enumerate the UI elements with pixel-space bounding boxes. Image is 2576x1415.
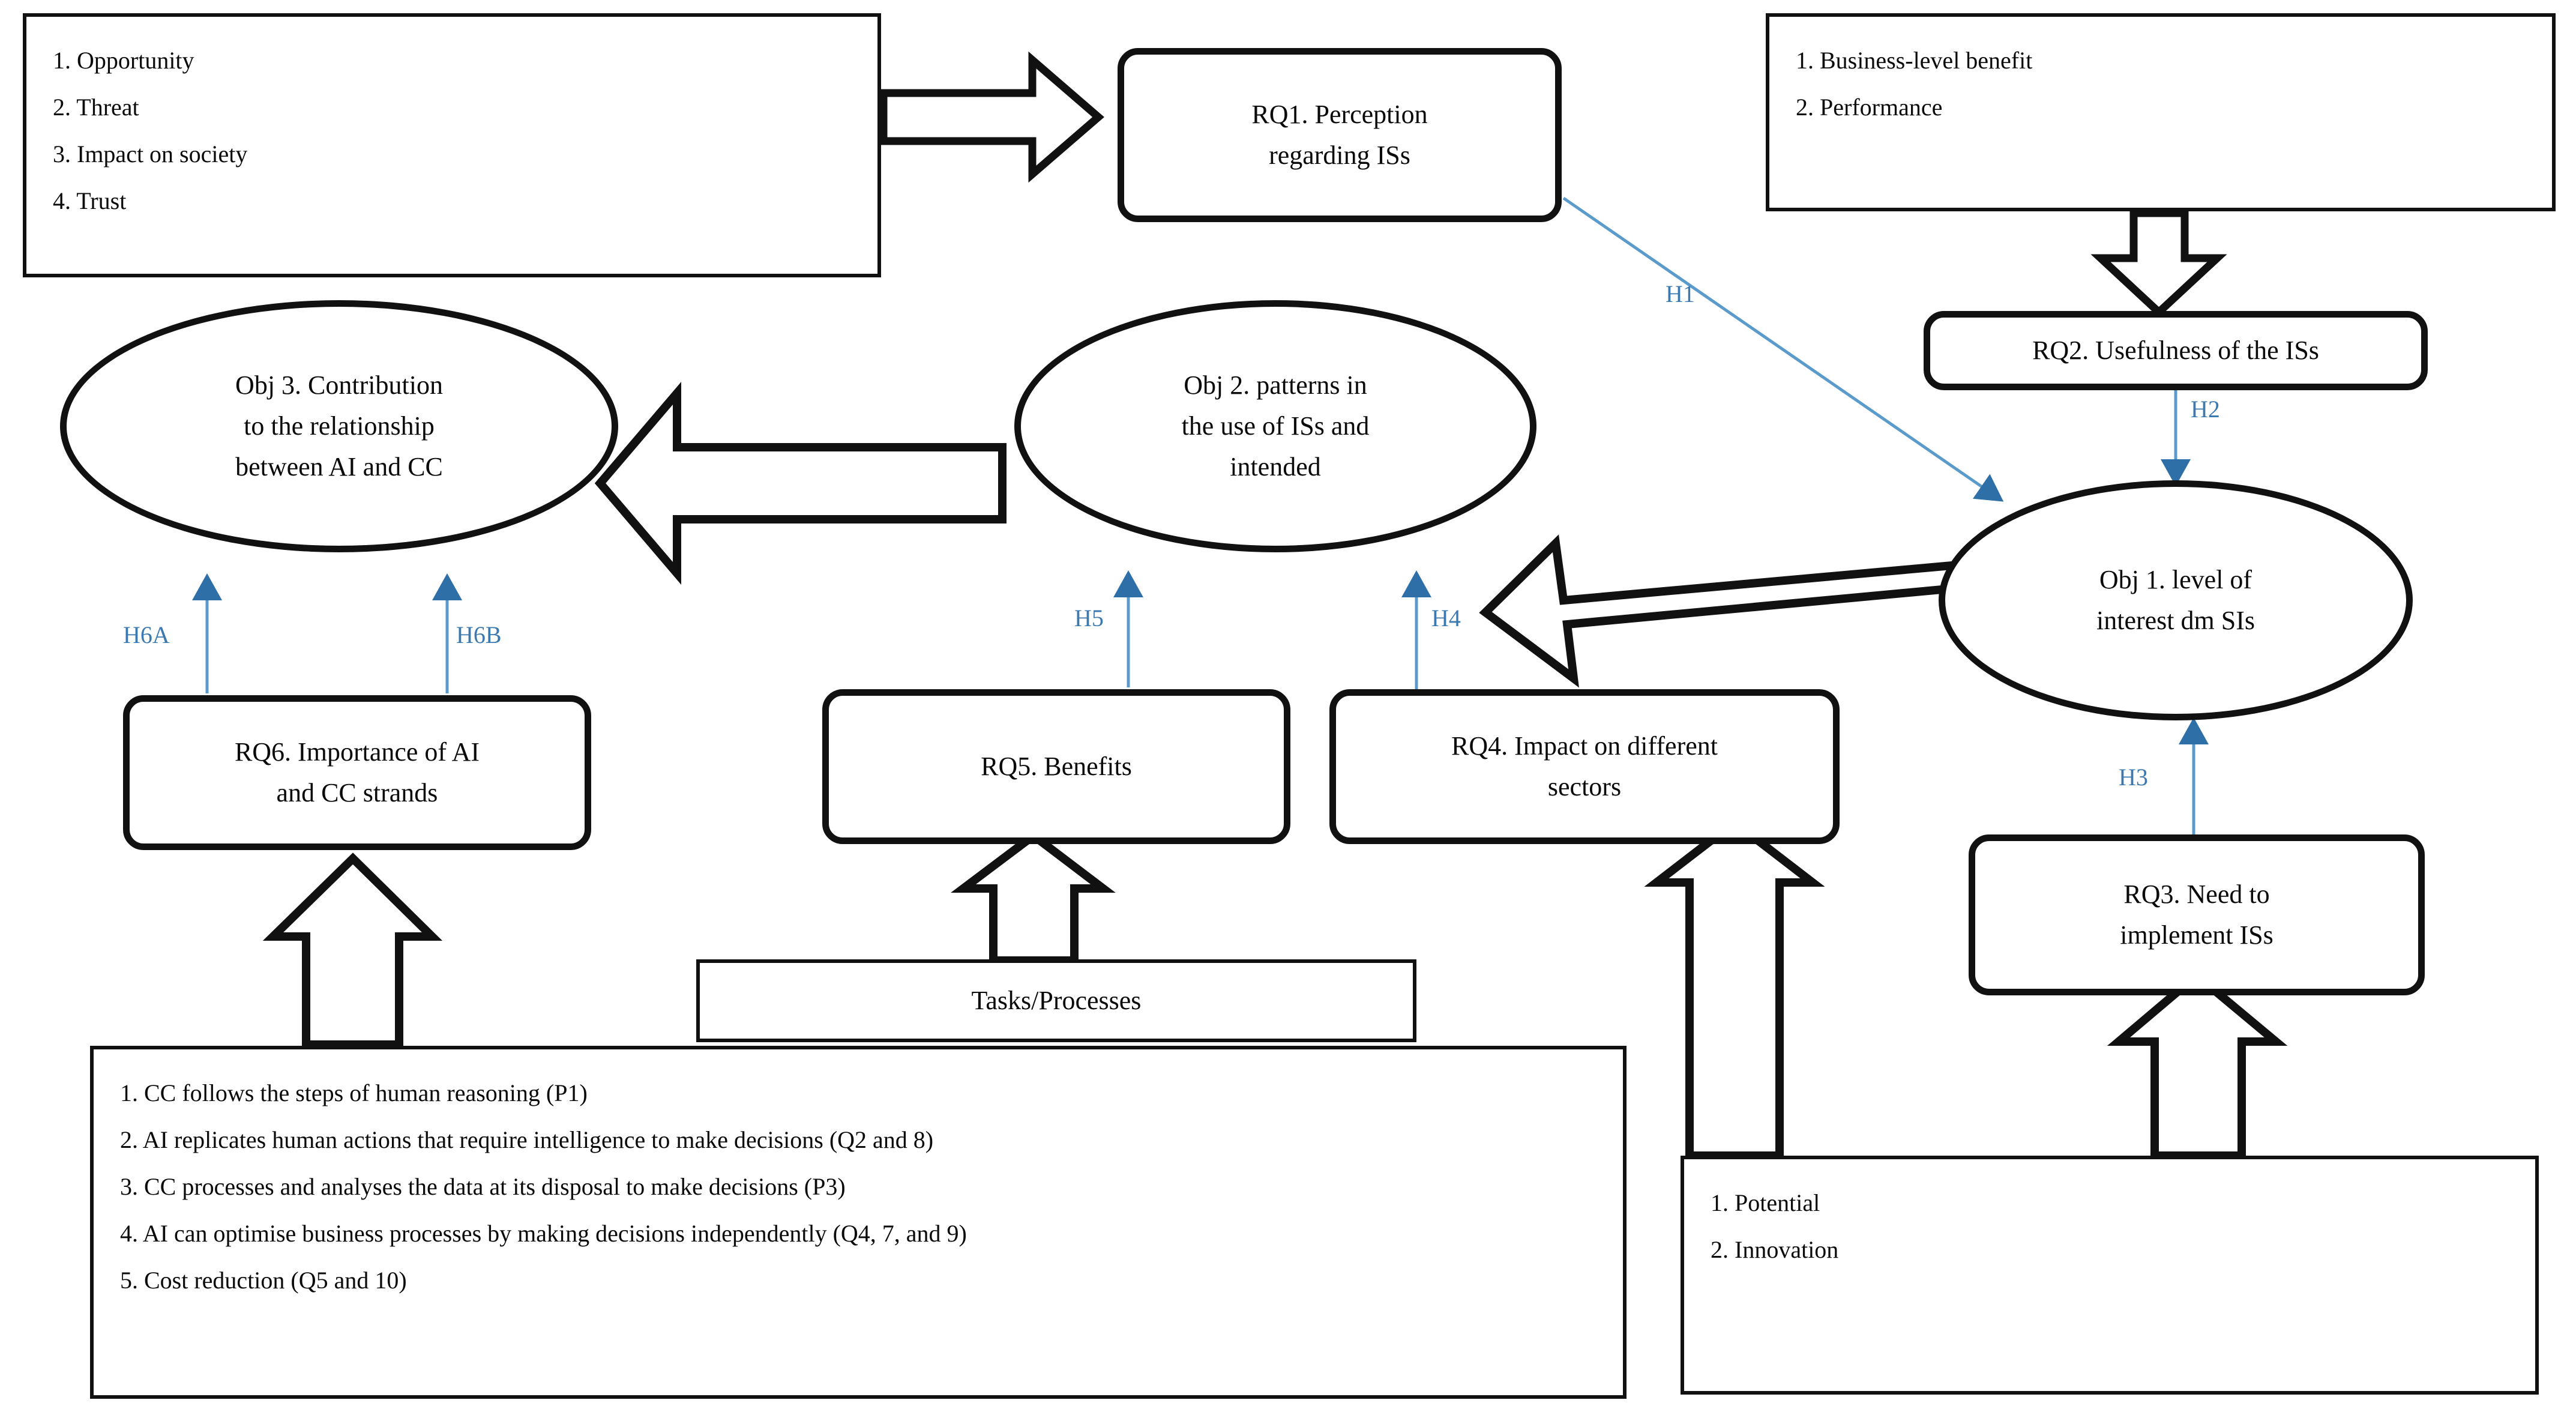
rq6-line2: and CC strands	[276, 778, 438, 807]
hypothesis-label-h2: H2	[2191, 396, 2220, 423]
rq1-node[interactable]: RQ1. Perception regarding ISs	[1118, 48, 1562, 222]
obj3-line3: between AI and CC	[235, 452, 443, 482]
list-item: 3. Impact on society	[53, 140, 248, 167]
rq3-line2: implement ISs	[2120, 920, 2274, 950]
list-item: 2. Performance	[1796, 94, 1943, 121]
obj1-node[interactable]: Obj 1. level of interest dm SIs	[1939, 480, 2413, 720]
hypothesis-label-h1: H1	[1666, 280, 1695, 307]
block-arrow-inputs-to-rq2	[2090, 209, 2227, 318]
hypothesis-label-h6a: H6A	[123, 621, 170, 648]
rq6-line1: RQ6. Importance of AI	[234, 737, 480, 767]
rq1-line1: RQ1. Perception	[1251, 99, 1428, 129]
rq2-node[interactable]: RQ2. Usefulness of the ISs	[1924, 311, 2428, 390]
obj3-node[interactable]: Obj 3. Contribution to the relationship …	[60, 300, 618, 552]
rq5-label: RQ5. Benefits	[981, 751, 1132, 781]
obj1-line1: Obj 1. level of	[2099, 564, 2252, 594]
obj3-line2: to the relationship	[244, 411, 435, 441]
list-item: 5. Cost reduction (Q5 and 10)	[120, 1267, 407, 1294]
rq4-line2: sectors	[1547, 772, 1622, 801]
list-item: 2. AI replicates human actions that requ…	[120, 1126, 934, 1153]
hypothesis-label-h5: H5	[1074, 605, 1104, 632]
list-item: 1. CC follows the steps of human reasoni…	[120, 1079, 588, 1106]
block-arrow-sectors-to-rq3	[2107, 970, 2288, 1160]
usefulness-inputs-box: 1. Business-level benefit 2. Performance	[1766, 13, 2556, 211]
block-arrow-obj2-to-obj3	[594, 382, 1007, 585]
block-arrow-statements-to-rq6	[262, 852, 443, 1049]
list-item: 1. Potential	[1711, 1189, 1820, 1216]
list-item: 2. Threat	[53, 94, 139, 121]
sector-inputs-box: 1. Potential 2. Innovation	[1681, 1156, 2539, 1395]
obj2-line3: intended	[1230, 452, 1321, 482]
hypothesis-label-h3: H3	[2119, 764, 2148, 791]
obj1-line2: interest dm SIs	[2096, 606, 2255, 635]
obj2-line2: the use of ISs and	[1181, 411, 1370, 441]
obj3-line1: Obj 3. Contribution	[235, 370, 443, 400]
list-item: 2. Innovation	[1711, 1236, 1839, 1263]
list-item: 4. Trust	[53, 187, 127, 214]
perception-inputs-box: 1. Opportunity 2. Threat 3. Impact on so…	[23, 13, 881, 277]
tasks-processes-box: Tasks/Processes	[696, 959, 1416, 1042]
rq5-node[interactable]: RQ5. Benefits	[822, 689, 1290, 844]
hypothesis-label-h4: H4	[1431, 605, 1461, 632]
rq2-label: RQ2. Usefulness of the ISs	[2032, 335, 2319, 365]
block-arrow-tasks-to-rq5	[951, 830, 1116, 965]
rq1-line2: regarding ISs	[1269, 140, 1410, 170]
list-item: 3. CC processes and analyses the data at…	[120, 1173, 846, 1200]
block-arrow-obj1-to-obj2	[1479, 534, 2012, 688]
block-arrow-inputs-to-rq1	[879, 51, 1104, 183]
obj2-node[interactable]: Obj 2. patterns in the use of ISs and in…	[1014, 300, 1536, 552]
rq4-node[interactable]: RQ4. Impact on different sectors	[1329, 689, 1840, 844]
list-item: 1. Opportunity	[53, 47, 194, 74]
hypothesis-label-h6b: H6B	[456, 621, 502, 648]
strand-statements-box: 1. CC follows the steps of human reasoni…	[90, 1046, 1627, 1399]
obj2-line1: Obj 2. patterns in	[1184, 370, 1367, 400]
rq3-line1: RQ3. Need to	[2123, 879, 2270, 909]
rq4-line1: RQ4. Impact on different	[1451, 731, 1718, 761]
list-item: 1. Business-level benefit	[1796, 47, 2033, 74]
block-arrow-sectors-to-rq4	[1644, 817, 1825, 1160]
list-item: 4. AI can optimise business processes by…	[120, 1220, 967, 1247]
rq6-node[interactable]: RQ6. Importance of AI and CC strands	[123, 695, 591, 850]
tasks-processes-label: Tasks/Processes	[971, 985, 1142, 1015]
rq3-node[interactable]: RQ3. Need to implement ISs	[1969, 834, 2425, 995]
